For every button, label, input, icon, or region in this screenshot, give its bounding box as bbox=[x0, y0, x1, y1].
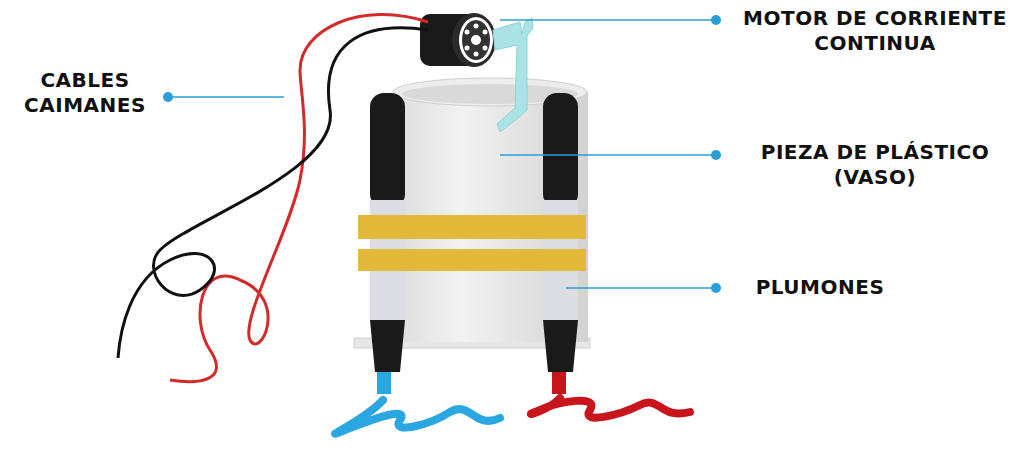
label-box: CABLES CAIMANES bbox=[10, 68, 160, 118]
propeller-arm bbox=[493, 18, 533, 132]
dc-motor bbox=[420, 13, 496, 67]
tape-band bbox=[358, 249, 586, 271]
label-box: PLUMONES bbox=[730, 275, 910, 300]
callout-label: PIEZA DE PLÁSTICO (VASO) bbox=[730, 140, 1020, 190]
callout-label: CABLES CAIMANES bbox=[10, 68, 160, 118]
red-wire bbox=[170, 15, 428, 382]
leader-lines bbox=[168, 20, 716, 288]
callout-label: PLUMONES bbox=[756, 275, 885, 300]
leader-dots bbox=[163, 15, 721, 293]
right-marker bbox=[543, 93, 578, 394]
callout-label: MOTOR DE CORRIENTE CONTINUA bbox=[730, 6, 1020, 56]
blue-scribble bbox=[335, 400, 500, 434]
tape-band bbox=[358, 215, 586, 239]
black-wire bbox=[118, 28, 428, 358]
red-scribble bbox=[531, 398, 690, 418]
label-box: MOTOR DE CORRIENTE CONTINUA bbox=[730, 6, 1020, 56]
label-box: PIEZA DE PLÁSTICO (VASO) bbox=[730, 140, 1020, 190]
left-marker bbox=[370, 93, 405, 394]
